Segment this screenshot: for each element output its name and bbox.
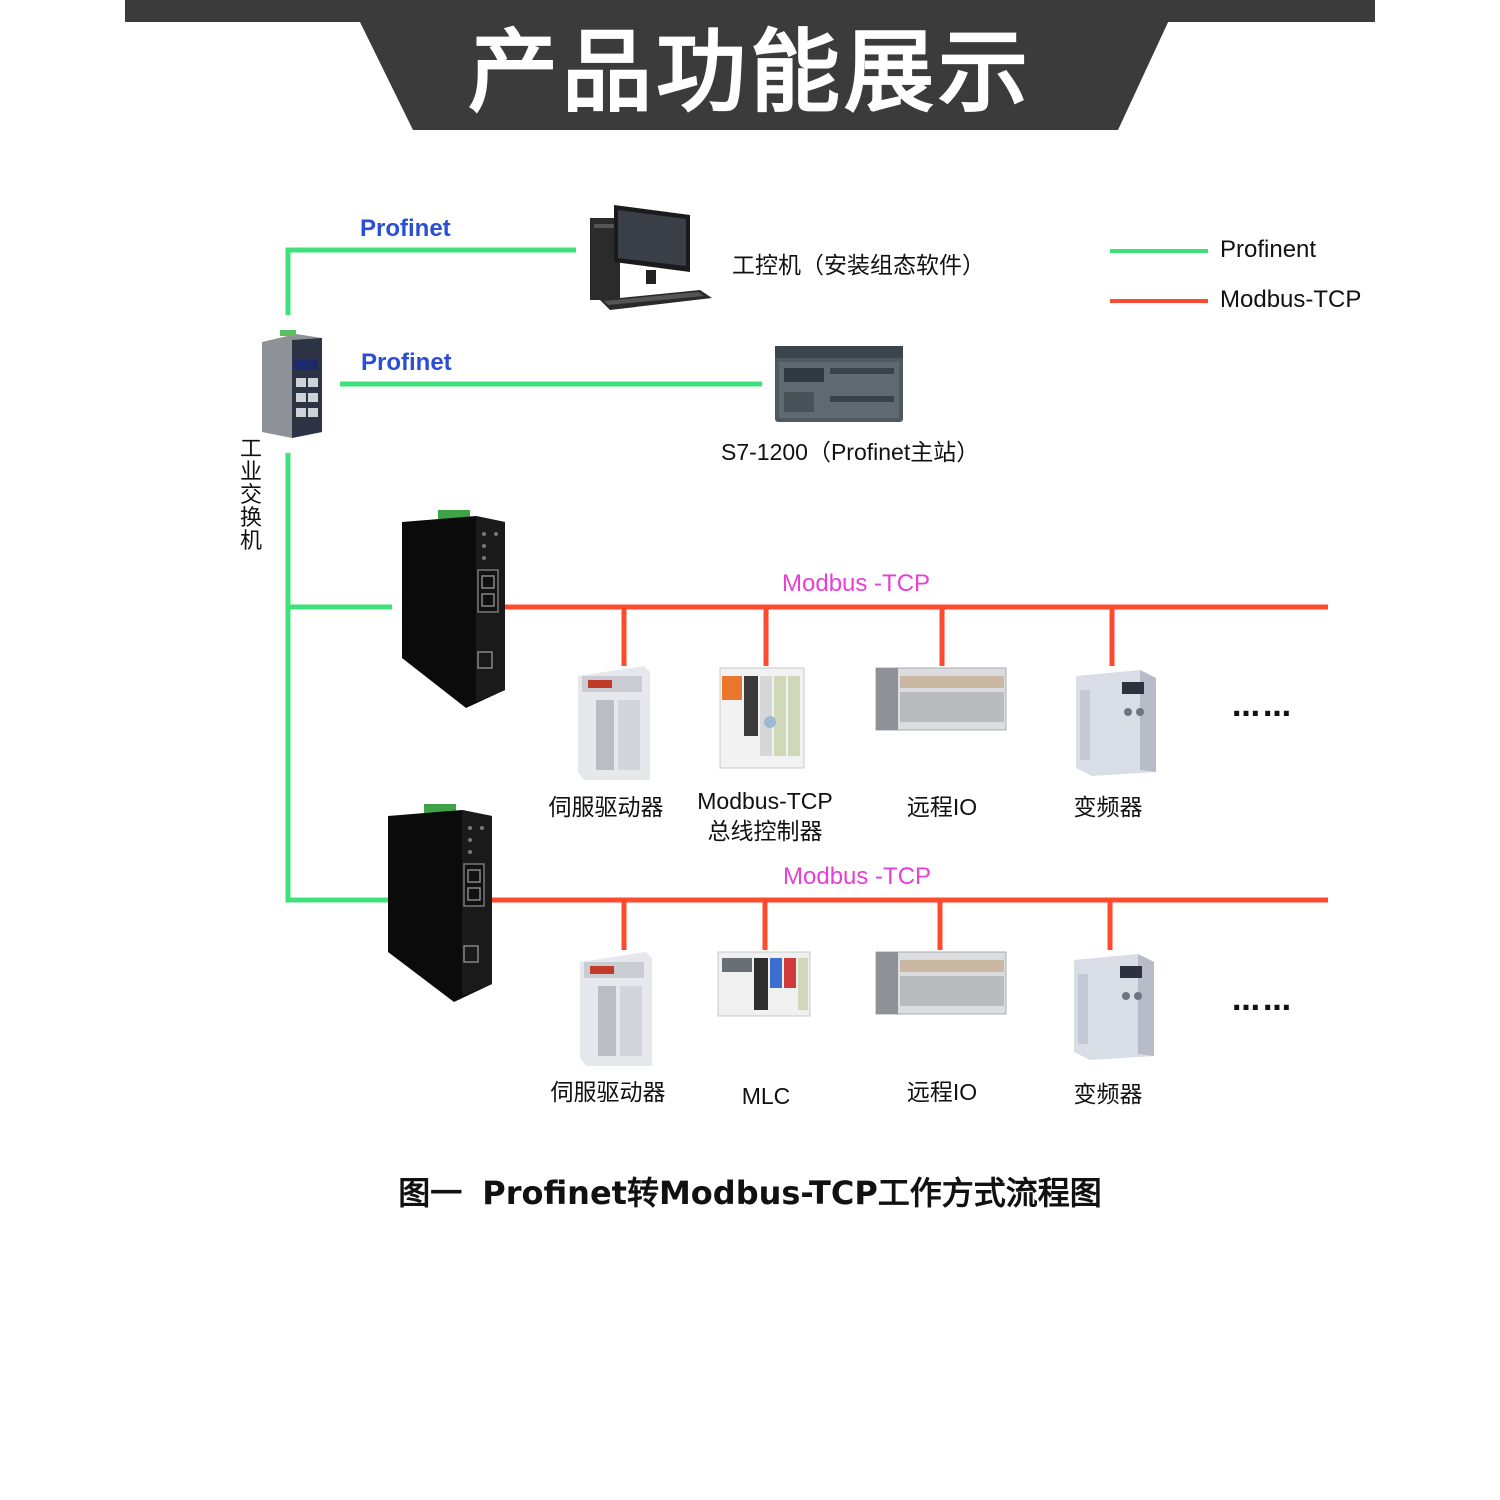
plc-icon bbox=[775, 346, 903, 422]
mlc-icon bbox=[717, 951, 811, 1017]
modbus-label-row1: Modbus -TCP bbox=[782, 570, 931, 597]
row2-mlc-label: MLC bbox=[741, 1083, 791, 1109]
servo-drive-1-icon bbox=[578, 666, 650, 780]
figure-number: 图一 bbox=[398, 1174, 463, 1212]
row2-servo-label: 伺服驱动器 bbox=[550, 1079, 666, 1105]
modbus-label-row2: Modbus -TCP bbox=[783, 863, 932, 890]
row1-remote-io-label: 远程IO bbox=[906, 794, 978, 820]
modbus-lines bbox=[492, 604, 1328, 950]
row1-servo-label: 伺服驱动器 bbox=[548, 794, 664, 820]
servo-drive-2-icon bbox=[580, 952, 652, 1066]
switch-icon bbox=[262, 330, 322, 438]
row2-inverter-label: 变频器 bbox=[1073, 1081, 1143, 1107]
ipc-label: 工控机（安装组态软件） bbox=[732, 252, 985, 278]
gateway-1-icon bbox=[402, 510, 505, 708]
profinet-lines bbox=[285, 247, 762, 903]
row2-more: …… bbox=[1232, 984, 1294, 1017]
figure-caption: 图一 Profinet转Modbus-TCP工作方式流程图 bbox=[0, 1168, 1500, 1214]
remote-io-2-icon bbox=[875, 951, 1007, 1015]
profinet-label-mid: Profinet bbox=[361, 349, 452, 376]
row1-bus-controller-label: Modbus-TCP bbox=[697, 788, 833, 814]
inverter-1-icon bbox=[1076, 670, 1156, 776]
row1-inverter-label: 变频器 bbox=[1073, 794, 1143, 820]
row1-more: …… bbox=[1232, 690, 1294, 723]
gateway-2-icon bbox=[388, 804, 492, 1002]
legend-modbus-label: Modbus-TCP bbox=[1220, 286, 1362, 313]
page-title: 产品功能展示 bbox=[468, 20, 1032, 125]
figure-title: Profinet转Modbus-TCP工作方式流程图 bbox=[482, 1174, 1102, 1212]
inverter-2-icon bbox=[1074, 954, 1154, 1060]
switch-label: 工业交换机 bbox=[239, 437, 262, 554]
ipc-icon bbox=[590, 205, 712, 310]
legend-profinet-label: Profinent bbox=[1220, 236, 1317, 263]
profinet-label-top: Profinet bbox=[360, 215, 451, 242]
remote-io-1-icon bbox=[875, 667, 1007, 731]
bus-controller-icon bbox=[719, 667, 805, 769]
plc-label: S7-1200（Profinet主站） bbox=[721, 439, 980, 465]
row1-bus-controller-label-2: 总线控制器 bbox=[707, 818, 823, 844]
row2-remote-io-label: 远程IO bbox=[906, 1079, 978, 1105]
header-banner bbox=[125, 0, 1375, 130]
